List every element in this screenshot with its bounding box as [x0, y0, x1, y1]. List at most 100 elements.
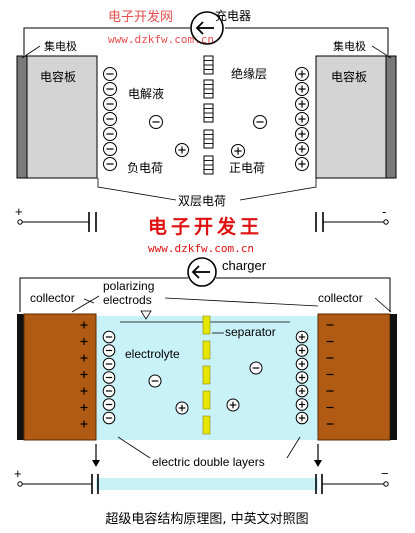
- plus-ion-icon: [295, 330, 309, 344]
- bottom-electrolyte-strip: [96, 478, 318, 490]
- plus-ion-icon: [295, 82, 309, 96]
- separator-segment: [202, 340, 211, 360]
- top-left-collector-label: 集电极: [44, 39, 77, 53]
- plus-ion-icon: [295, 398, 309, 411]
- bottom-electrolyte-label: electrolyte: [125, 347, 180, 361]
- minus-ion-icon: [103, 142, 117, 156]
- minus-ion-icon: [102, 411, 116, 425]
- plus-ion-icon: [295, 97, 309, 111]
- bottom-double-layer-label: electric double layers: [152, 455, 265, 469]
- top-left-collector-leader: [21, 45, 41, 59]
- bottom-right-plate-charges: [326, 324, 334, 425]
- top-charger-label: 充电器: [215, 8, 251, 23]
- minus-ion-icon: [102, 371, 116, 384]
- top-negative-charge-label: 负电荷: [127, 161, 163, 175]
- bottom-left-wire: [19, 277, 188, 312]
- top-left-plate-label: 电容板: [40, 69, 76, 84]
- bottom-double-layer-leader-left: [117, 436, 151, 459]
- watermark-center-brand: 电子开发王: [148, 215, 263, 238]
- watermark-center-url: www.dzkfw.com.cn: [148, 242, 254, 255]
- bottom-double-layer-leader-right: [286, 436, 301, 459]
- bottom-right-collector-leader: [374, 297, 392, 313]
- minus-ion-icon: [102, 357, 116, 371]
- top-left-collector: [16, 55, 28, 179]
- top-right-plate-label: 电容板: [331, 69, 367, 84]
- bottom-left-collector-leader: [83, 298, 95, 304]
- bottom-polarizing-leader-right: [164, 297, 319, 307]
- separator-segment: [203, 55, 214, 75]
- charger-icon: [190, 11, 224, 45]
- separator-segment: [202, 315, 211, 335]
- separator-segment: [202, 365, 211, 385]
- top-free-ions: [149, 115, 267, 158]
- bottom-charger-label: charger: [222, 258, 267, 273]
- minus-ion-icon: [249, 361, 263, 375]
- bottom-left-plate-charges: [80, 321, 88, 428]
- bottom-free-ions: [148, 361, 263, 415]
- minus-ion-icon: [103, 127, 117, 141]
- watermark: 电子开发网 www.dzkfw.com.cn 电子开发王 www.dzkfw.c…: [108, 9, 263, 255]
- minus-ion-icon: [103, 67, 117, 81]
- bottom-right-collector-label: collector: [318, 291, 363, 305]
- minus-ion-icon: [102, 344, 116, 357]
- bottom-surface-marker: [140, 310, 152, 320]
- bottom-separator-label: separator: [225, 325, 276, 339]
- bottom-polarizing-leader-left: [71, 295, 100, 313]
- bottom-negative-ion-column: [102, 330, 116, 425]
- top-negative-ion-column: [103, 67, 117, 171]
- top-left-wire: [23, 27, 190, 55]
- plus-charge-icon: [80, 420, 88, 428]
- bottom-charger-icon: [187, 257, 217, 287]
- top-right-wire: [225, 27, 389, 55]
- plus-ion-icon: [295, 112, 309, 126]
- plus-charge-icon: [80, 387, 88, 395]
- top-electrolyte-label: 电解液: [128, 86, 164, 101]
- top-positive-charge-label: 正电荷: [229, 161, 265, 175]
- minus-ion-icon: [253, 115, 267, 129]
- caption: 超级电容结构原理图, 中英文对照图: [105, 511, 308, 527]
- watermark-site-name: 电子开发网: [108, 9, 173, 25]
- minus-ion-icon: [103, 112, 117, 126]
- watermark-site-url: www.dzkfw.com.cn: [108, 33, 214, 46]
- plus-charge-icon: [80, 338, 88, 345]
- top-right-plate: [315, 55, 387, 179]
- plus-ion-icon: [295, 127, 309, 141]
- bottom-down-arrow-right: [314, 444, 322, 467]
- plus-charge-icon: [80, 404, 88, 411]
- bottom-minus-terminal: −: [381, 466, 389, 481]
- bottom-right-plate: [317, 313, 391, 441]
- plus-charge-icon: [80, 354, 88, 362]
- plus-ion-icon: [231, 144, 245, 158]
- bottom-left-collector: [17, 314, 24, 440]
- top-right-collector: [385, 55, 397, 179]
- plus-ion-icon: [226, 398, 240, 412]
- bottom-polarizing-line2: electrods: [103, 293, 152, 307]
- separator-segment: [203, 129, 214, 149]
- minus-ion-icon: [102, 398, 116, 411]
- separator-segment: [203, 103, 214, 123]
- plus-charge-icon: [80, 321, 88, 329]
- minus-ion-icon: [103, 97, 117, 111]
- bottom-left-plate: [23, 313, 97, 441]
- plus-ion-icon: [295, 384, 309, 398]
- top-capacitor-symbol: [17, 212, 389, 232]
- plus-ion-icon: [295, 371, 309, 384]
- minus-ion-icon: [102, 330, 116, 344]
- top-double-layer-label: 双层电荷: [178, 194, 226, 208]
- top-diagram: 充电器 集电极 集电极 电容板 电容板 电解液 绝缘层 负电荷 正电荷 双层电荷: [15, 8, 397, 232]
- top-positive-ion-column: [295, 67, 309, 171]
- separator-segment: [203, 155, 214, 175]
- minus-ion-icon: [103, 82, 117, 96]
- bottom-diagram: charger collector collector polarizing e…: [14, 257, 397, 494]
- plus-ion-icon: [295, 142, 309, 156]
- top-right-collector-leader: [371, 45, 392, 59]
- plus-ion-icon: [295, 67, 309, 81]
- plus-ion-icon: [175, 143, 189, 157]
- bottom-down-arrow-left: [92, 444, 100, 467]
- separator-segment: [202, 390, 211, 410]
- plus-charge-icon: [80, 371, 88, 378]
- plus-ion-icon: [175, 401, 189, 415]
- minus-ion-icon: [102, 384, 116, 398]
- plus-ion-icon: [295, 157, 309, 171]
